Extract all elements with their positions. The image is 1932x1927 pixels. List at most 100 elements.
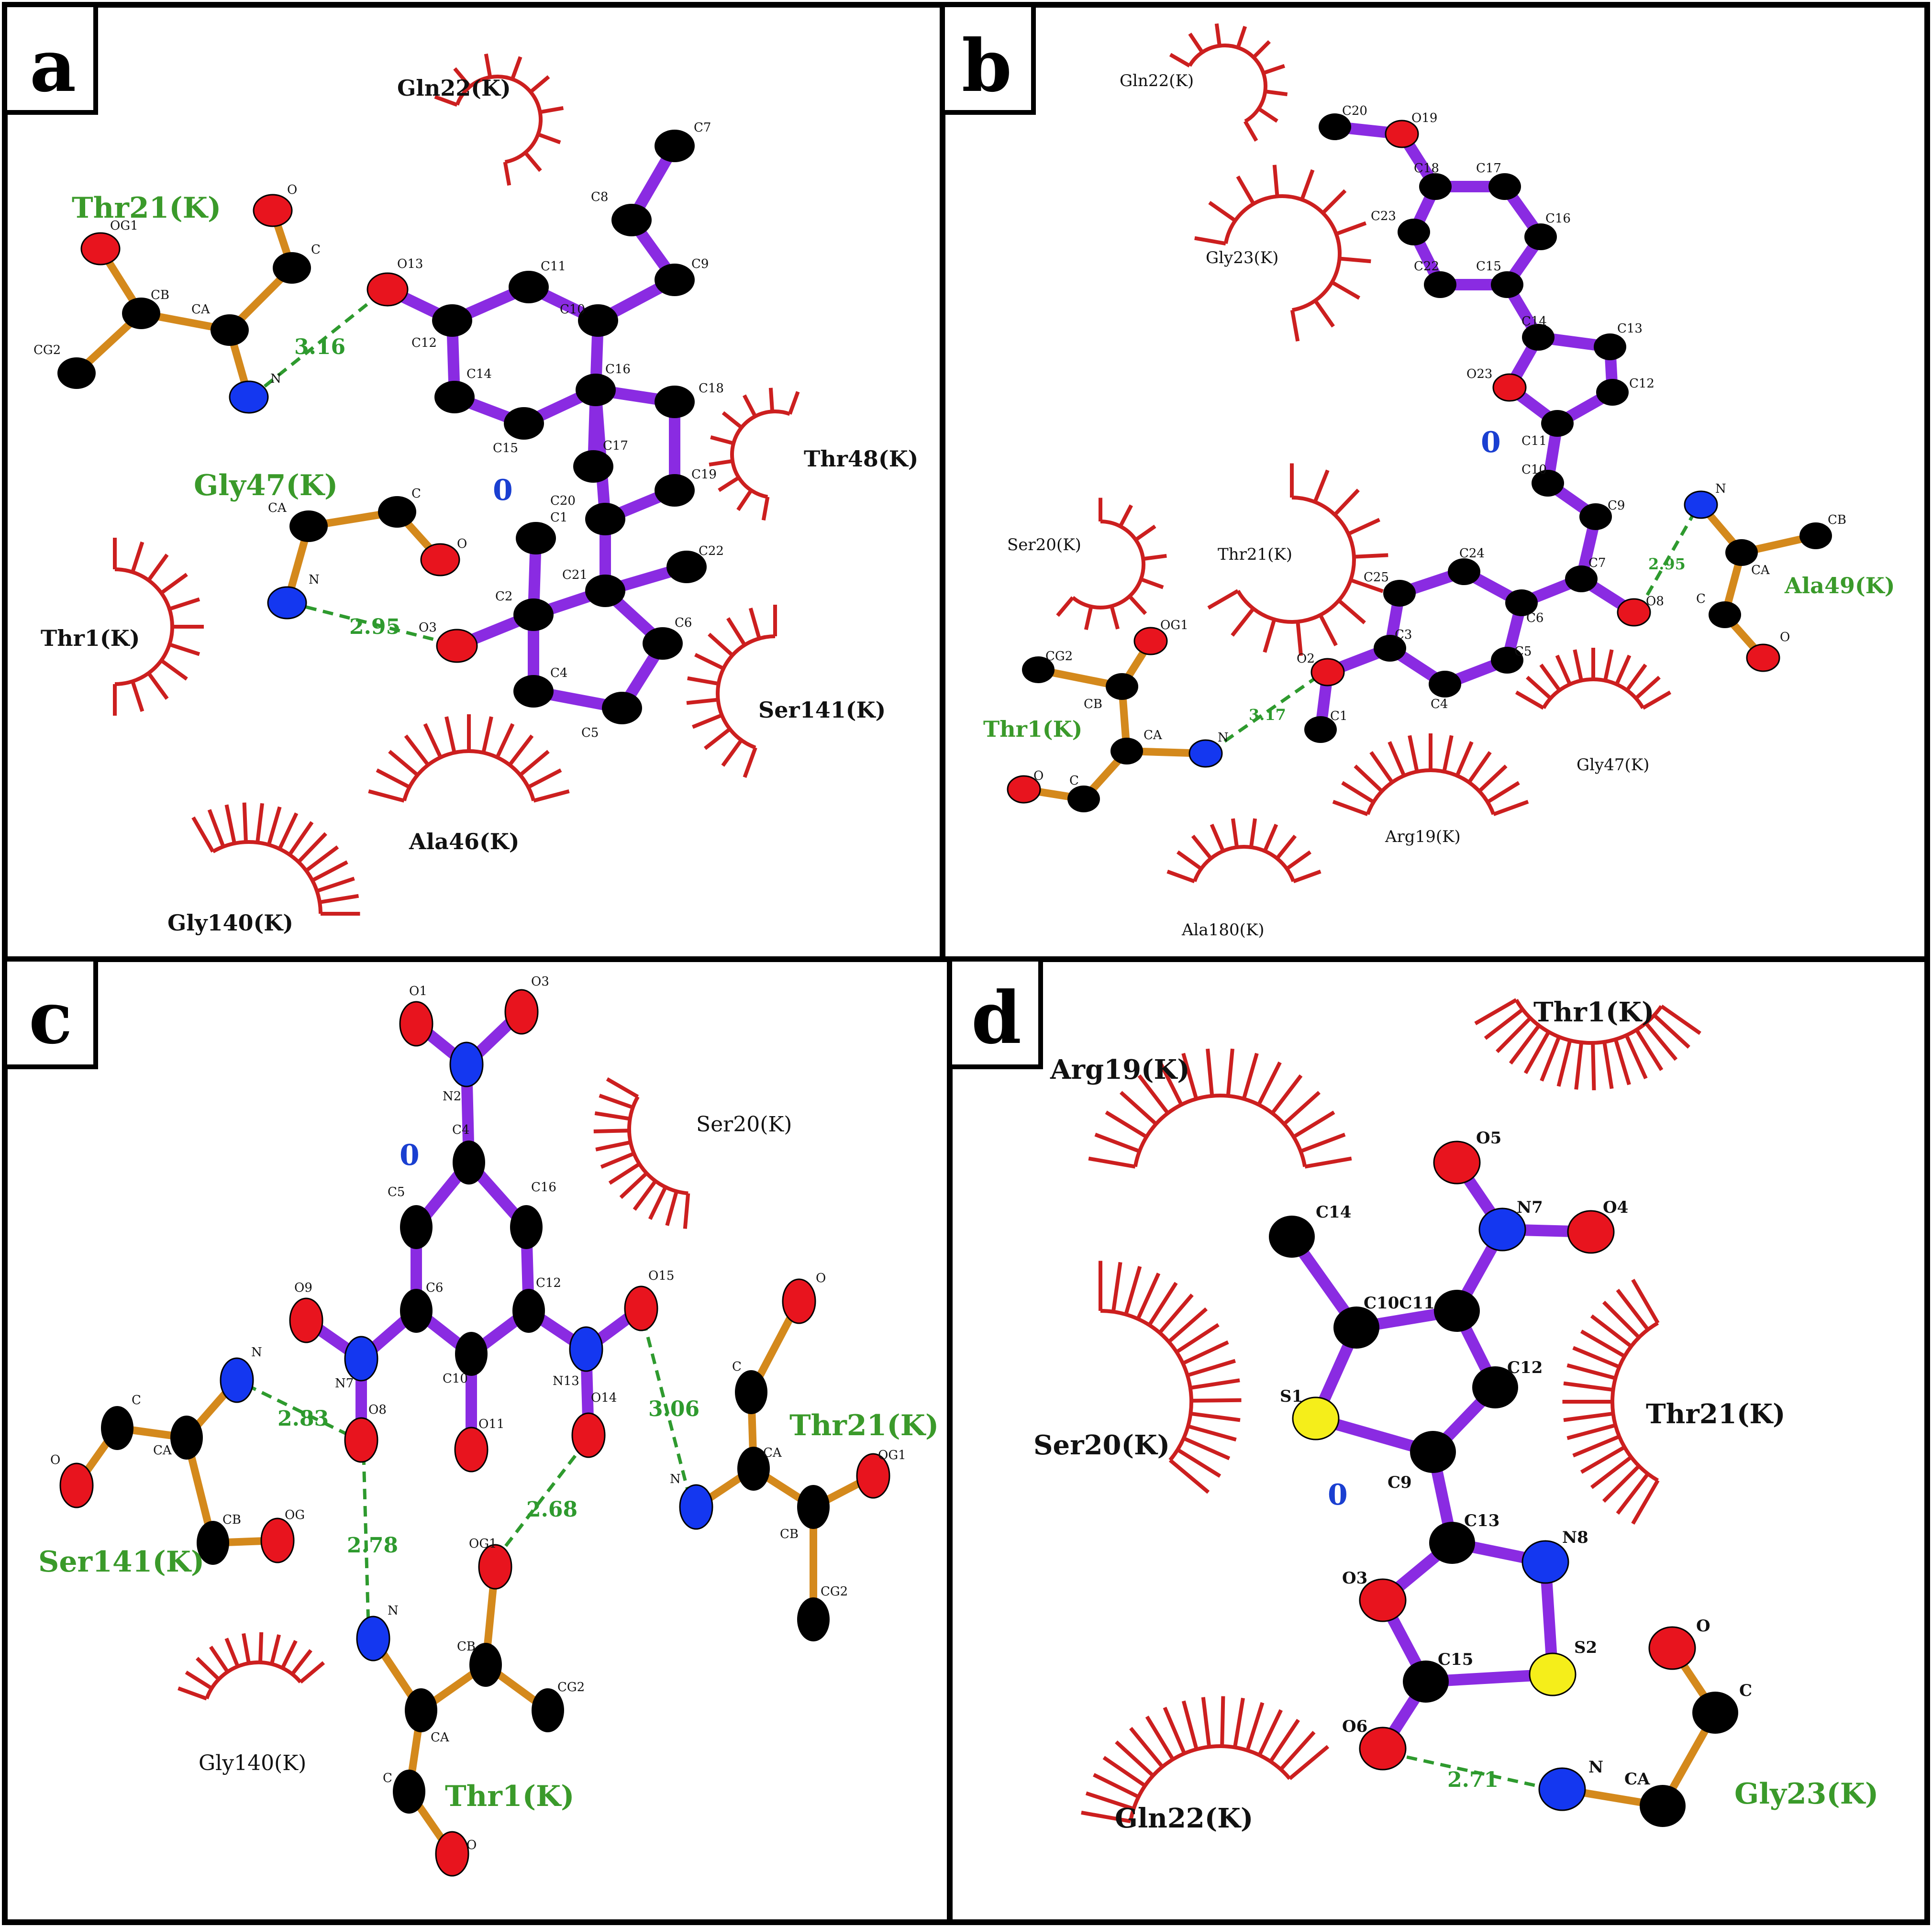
panel-c-letter-box	[2, 957, 98, 1069]
res-gln22-a: Gln22(K)	[397, 75, 511, 101]
res-thr1-a: Thr1(K)	[41, 625, 140, 651]
svg-text:O4: O4	[1603, 1198, 1628, 1217]
svg-text:O3: O3	[1342, 1569, 1367, 1588]
atom-cg2-thr21-a	[57, 357, 96, 389]
svg-text:O14: O14	[591, 1391, 617, 1405]
atom-n-thr21-a	[229, 380, 269, 414]
svg-text:CA: CA	[191, 302, 211, 317]
res-thr1-b: Thr1(K)	[983, 716, 1082, 742]
hydro-arg19-d	[1088, 1048, 1352, 1169]
svg-text:C24: C24	[1459, 546, 1485, 561]
svg-text:OG1: OG1	[1160, 618, 1188, 632]
zero-marker-a: 0	[493, 474, 513, 507]
svg-text:C: C	[383, 1771, 392, 1785]
atom-cb-thr21-a	[122, 298, 160, 329]
svg-text:O3: O3	[419, 620, 437, 635]
svg-text:O: O	[1696, 1617, 1710, 1636]
svg-text:OG1: OG1	[110, 219, 138, 233]
svg-text:C6: C6	[675, 616, 692, 630]
svg-text:CG2: CG2	[557, 1680, 585, 1694]
svg-text:O3: O3	[531, 975, 549, 989]
svg-text:O6: O6	[1342, 1717, 1367, 1736]
hydro-ser141-a	[686, 605, 777, 778]
svg-text:O15: O15	[648, 1269, 674, 1283]
svg-text:O8: O8	[368, 1403, 387, 1417]
svg-text:C10C11: C10C11	[1364, 1294, 1435, 1313]
hydro-ser20-d	[1099, 1261, 1242, 1494]
svg-text:C6: C6	[1526, 611, 1543, 625]
res-arg19-d: Arg19(K)	[1050, 1054, 1190, 1085]
svg-text:CB: CB	[457, 1639, 476, 1654]
svg-text:N: N	[309, 573, 320, 587]
svg-text:C4: C4	[452, 1123, 469, 1137]
hydro-ser20-c	[593, 1077, 690, 1229]
svg-text:CB: CB	[780, 1527, 799, 1541]
svg-text:O: O	[1033, 769, 1044, 783]
svg-text:C1: C1	[550, 510, 567, 525]
res-arg19-b: Arg19(K)	[1385, 827, 1461, 846]
svg-text:O9: O9	[294, 1281, 312, 1295]
svg-text:C13: C13	[1464, 1511, 1499, 1530]
svg-text:O: O	[50, 1453, 60, 1467]
svg-text:C25: C25	[1364, 570, 1389, 585]
hydro-ala46-a	[368, 714, 570, 803]
svg-text:S2: S2	[1574, 1638, 1597, 1657]
svg-text:C10: C10	[560, 302, 585, 317]
svg-text:C12: C12	[1507, 1358, 1543, 1377]
svg-text:C9: C9	[691, 257, 709, 271]
svg-text:N7: N7	[1517, 1198, 1543, 1217]
svg-text:C6: C6	[426, 1281, 443, 1295]
panel-a-letter: a	[30, 24, 76, 108]
res-gly140-a: Gly140(K)	[167, 910, 293, 936]
panel-b-letter: b	[962, 24, 1012, 108]
svg-text:C15: C15	[493, 441, 518, 455]
hydro-thr21-b	[1207, 463, 1388, 656]
svg-text:C22: C22	[699, 544, 724, 558]
hydro-arg19-b	[1332, 733, 1529, 816]
svg-text:C20: C20	[1342, 104, 1367, 118]
svg-text:C16: C16	[531, 1180, 556, 1195]
svg-text:OG: OG	[285, 1508, 305, 1522]
svg-text:C17: C17	[603, 439, 628, 453]
hbond-dist-a-1: 3.16	[294, 335, 345, 359]
hydro-thr21-d	[1562, 1278, 1660, 1525]
res-ser20-c: Ser20(K)	[696, 1112, 792, 1137]
svg-text:C: C	[1069, 774, 1079, 788]
res-thr1-c: Thr1(K)	[445, 1780, 575, 1813]
svg-text:C12: C12	[536, 1276, 561, 1290]
atom-c-thr21-a	[273, 252, 311, 284]
svg-text:C4: C4	[1431, 697, 1448, 711]
svg-text:C21: C21	[562, 568, 588, 582]
svg-text:S1: S1	[1280, 1387, 1303, 1406]
svg-text:C22: C22	[1414, 259, 1439, 274]
svg-text:C12: C12	[411, 336, 437, 350]
svg-text:N: N	[670, 1472, 681, 1486]
svg-text:CA: CA	[1751, 563, 1770, 577]
svg-text:C: C	[1739, 1681, 1752, 1700]
svg-text:C9: C9	[1608, 498, 1625, 513]
svg-text:CA: CA	[763, 1446, 782, 1460]
svg-text:O: O	[466, 1838, 477, 1852]
svg-text:O23: O23	[1466, 367, 1492, 381]
svg-text:C13: C13	[1617, 321, 1643, 336]
svg-text:O: O	[457, 537, 467, 551]
svg-text:OG1: OG1	[878, 1448, 906, 1462]
svg-text:CB: CB	[1084, 697, 1102, 711]
hbond-dist-c-3: 2.68	[526, 1497, 577, 1522]
svg-text:O8: O8	[1646, 594, 1664, 609]
atom-n-gly47-a	[267, 586, 307, 620]
svg-text:N: N	[1218, 731, 1229, 745]
res-ala180-b: Ala180(K)	[1181, 920, 1265, 940]
svg-text:N: N	[1588, 1758, 1603, 1777]
atom-ca-gly47-a	[289, 510, 328, 542]
svg-text:C14: C14	[1521, 314, 1547, 329]
svg-text:C5: C5	[388, 1185, 405, 1199]
res-gly23-d: Gly23(K)	[1734, 1777, 1878, 1811]
res-gly47-b: Gly47(K)	[1577, 755, 1649, 775]
panel-c-letter: c	[29, 976, 72, 1060]
hbond-dist-a-2: 2.95	[349, 615, 400, 639]
svg-text:N13: N13	[553, 1374, 579, 1388]
hbond-dist-d-1: 2.71	[1447, 1768, 1499, 1792]
svg-text:O2: O2	[1297, 652, 1315, 666]
svg-text:O19: O19	[1411, 111, 1437, 125]
